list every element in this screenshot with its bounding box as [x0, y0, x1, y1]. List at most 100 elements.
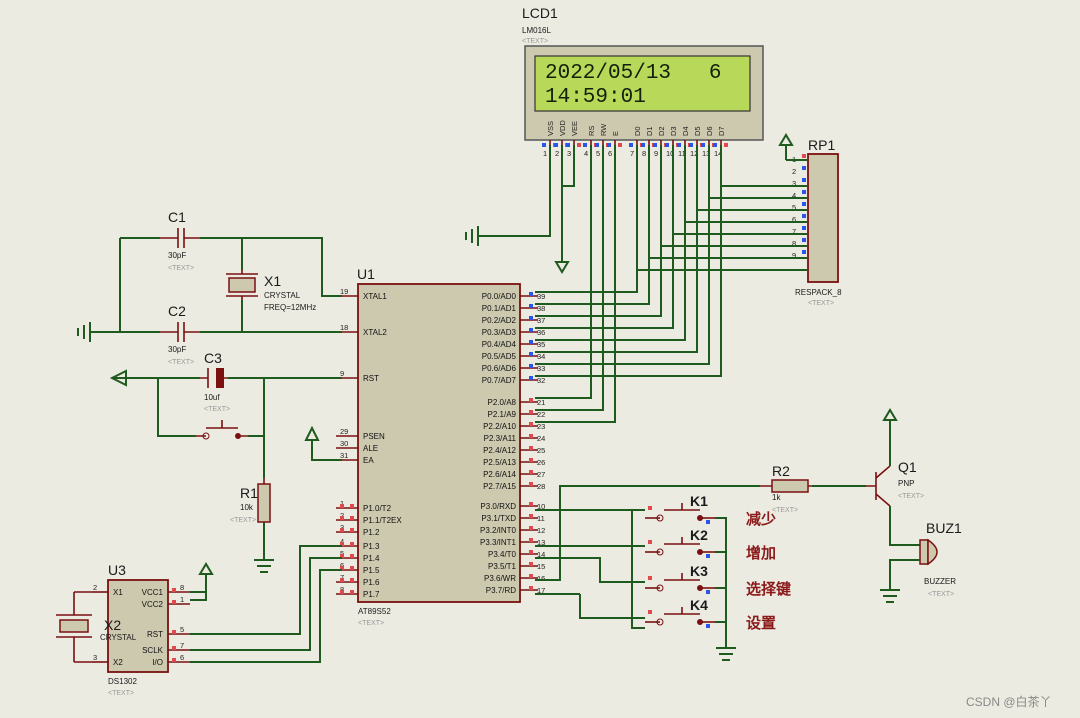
rp1-pin-number: 7: [792, 227, 796, 236]
pin-marker: [529, 340, 533, 344]
lcd-pin-number: 8: [642, 149, 646, 158]
u1-pin-name: EA: [363, 456, 374, 465]
lcd-pin-number: 1: [543, 149, 547, 158]
pin-marker: [340, 528, 344, 532]
lcd-pin-label: VSS: [546, 121, 555, 136]
u3-ref: U3: [108, 562, 126, 578]
lcd-pin-number: 10: [666, 149, 674, 158]
u1-pin-name: P2.3/A11: [484, 434, 517, 443]
u1-pin-name: P0.7/AD7: [482, 376, 517, 385]
u1-pin-number: 29: [340, 427, 348, 436]
u3-pin-name: X1: [113, 588, 123, 597]
key-ref: K4: [690, 597, 708, 613]
lcd-pin-label: RW: [599, 123, 608, 136]
u1-pin-number: 3: [340, 523, 344, 532]
rtc-u3[interactable]: U3 DS1302 <TEXT> 2X13X28VCC11VCC25RST7SC…: [56, 545, 342, 697]
pin-marker: [665, 143, 669, 147]
u1-pin-number: 37: [537, 316, 545, 325]
oscillator-section[interactable]: C1 30pF <TEXT> C2 30pF <TEXT> X1 CRYSTAL…: [77, 209, 342, 366]
u1-pin-name: P1.6: [363, 578, 380, 587]
lcd-pins: VSS1VDD2VEE3RS4RW5E6D07D18D29D310D411D51…: [542, 120, 728, 158]
rp1-pin-number: 9: [792, 251, 796, 260]
u1-text-tag: <TEXT>: [358, 620, 384, 627]
u1-pin-number: 17: [537, 586, 545, 595]
u1-pin-name: P3.6/WR: [484, 574, 516, 583]
reset-section[interactable]: C3 10uf <TEXT> R1 10k <TEXT>: [109, 350, 342, 573]
u1-pin-number: 6: [340, 561, 344, 570]
lcd-pin-number: 11: [678, 149, 686, 158]
ground-icon: [77, 322, 91, 342]
r1-value: 10k: [240, 503, 254, 512]
pin-marker: [713, 143, 717, 147]
key-ref: K3: [690, 563, 708, 579]
u1-right-pins: 39P0.0/AD038P0.1/AD137P0.2/AD236P0.3/AD3…: [480, 292, 545, 595]
pin-marker: [706, 520, 710, 524]
u3-text-tag: <TEXT>: [108, 690, 134, 697]
u1-pin-number: 35: [537, 340, 545, 349]
pin-marker: [340, 578, 344, 582]
u1-pin-name: XTAL1: [363, 292, 387, 301]
u3-pin-number: 2: [93, 583, 97, 592]
lcd-pin-label: D0: [633, 126, 642, 136]
pin-marker: [529, 574, 533, 578]
pin-marker: [172, 658, 176, 662]
u1-pin-name: P1.3: [363, 542, 380, 551]
lcd-pin-number: 14: [714, 149, 722, 158]
u1-pin-name: P2.7/A15: [483, 482, 516, 491]
capacitor-c2-icon: [160, 322, 200, 342]
key-contact: [656, 584, 664, 592]
u1-pin-number: 34: [537, 352, 545, 361]
buzzer-driver[interactable]: R2 1k <TEXT> Q1 PNP <TEXT> BUZ1 BUZZER <…: [535, 408, 962, 603]
pin-marker: [350, 554, 354, 558]
mcu-u1[interactable]: U1 AT89S52 <TEXT> 19XTAL118XTAL29RST29PS…: [336, 266, 545, 627]
u1-pin-number: 30: [340, 439, 348, 448]
u3-pin-number: 5: [180, 625, 184, 634]
u1-pin-number: 10: [537, 502, 545, 511]
pin-marker: [529, 514, 533, 518]
pin-marker: [172, 588, 176, 592]
pin-marker: [802, 250, 806, 254]
u3-pin-name: VCC1: [142, 588, 164, 597]
lcd-pin-number: 13: [702, 149, 710, 158]
pin-marker: [689, 143, 693, 147]
u3-body: [107, 579, 169, 673]
lcd-module[interactable]: LCD1 LM016L <TEXT> 2022/05/13 6 14:59:01…: [522, 5, 764, 158]
buz-value: BUZZER: [924, 577, 956, 586]
pin-marker: [172, 600, 176, 604]
pin-marker: [340, 590, 344, 594]
u1-pin-name: P0.2/AD2: [482, 316, 517, 325]
rp1-pin-number: 5: [792, 203, 796, 212]
u1-pin-number: 13: [537, 538, 545, 547]
x2-ref: X2: [104, 617, 121, 633]
lcd-pin-label: D1: [645, 126, 654, 136]
pin-marker: [350, 590, 354, 594]
key-ref: K2: [690, 527, 708, 543]
c3-value: 10uf: [204, 393, 220, 402]
u1-pin-name: P1.0/T2: [363, 504, 392, 513]
u1-pin-name: P0.3/AD3: [482, 328, 517, 337]
rp1-pin-number: 8: [792, 239, 796, 248]
pin-marker: [340, 566, 344, 570]
u1-pin-number: 33: [537, 364, 545, 373]
pin-marker: [529, 538, 533, 542]
u1-pin-name: P1.1/T2EX: [363, 516, 402, 525]
u1-pin-name: P1.4: [363, 554, 380, 563]
rp1-pin-number: 4: [792, 191, 796, 200]
resistor-r2-icon: [760, 479, 812, 493]
u1-pin-number: 16: [537, 574, 545, 583]
u1-pin-number: 23: [537, 422, 545, 431]
u3-pin-number: 8: [180, 583, 184, 592]
pin-marker: [802, 178, 806, 182]
pin-marker: [340, 516, 344, 520]
u1-pin-name: P1.7: [363, 590, 380, 599]
u3-pin-name: X2: [113, 658, 123, 667]
pin-marker: [529, 446, 533, 450]
pin-marker: [583, 143, 587, 147]
rp1-ref: RP1: [808, 137, 835, 153]
